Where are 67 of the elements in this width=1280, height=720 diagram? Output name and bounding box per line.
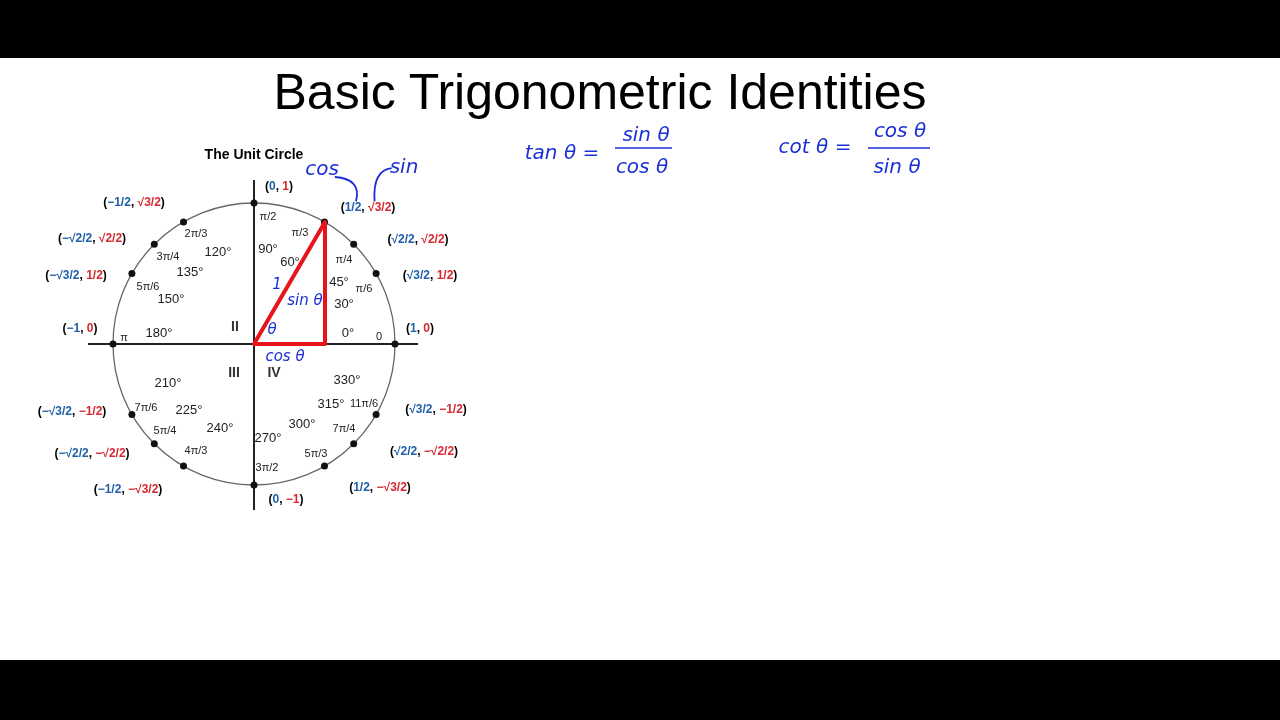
- coordinate-label: (−√2/2, −√2/2): [54, 447, 130, 461]
- radian-label: π/2: [259, 209, 277, 223]
- quadrant-numeral: III: [228, 365, 240, 381]
- formula-text: cos θ: [873, 119, 927, 141]
- coordinate-label: (√3/2, −1/2): [405, 403, 467, 417]
- radian-label: 7π/6: [134, 400, 158, 414]
- leader-line: [373, 167, 393, 203]
- coordinate-label: (−1/2, −√3/2): [93, 483, 163, 497]
- radian-label: 4π/3: [184, 443, 208, 457]
- handwritten-note: θ: [267, 320, 277, 338]
- chart-title: The Unit Circle: [204, 147, 304, 163]
- degree-label: 60°: [280, 254, 300, 270]
- coordinate-label: (√3/2, 1/2): [402, 269, 458, 283]
- radian-label: 7π/4: [332, 421, 356, 435]
- degree-label: 135°: [176, 264, 204, 280]
- degree-label: 330°: [333, 372, 361, 388]
- formula-text: cot θ =: [778, 135, 852, 157]
- degree-label: 270°: [254, 430, 282, 446]
- slide-title: Basic Trigonometric Identities: [273, 64, 927, 120]
- radian-label: 11π/6: [349, 396, 379, 410]
- degree-label: 210°: [154, 375, 182, 391]
- radian-label: 2π/3: [184, 226, 208, 240]
- radian-label: 5π/6: [136, 279, 160, 293]
- coordinate-label: (√2/2, −√2/2): [389, 445, 459, 459]
- leader-line: [333, 176, 358, 203]
- radian-label: 5π/3: [304, 446, 328, 460]
- coordinate-label: (1/2, −√3/2): [349, 481, 411, 495]
- quadrant-numeral: II: [231, 319, 239, 335]
- coordinate-label: (0, 1): [265, 180, 293, 194]
- coordinate-label: (1, 0): [406, 322, 434, 336]
- degree-label: 0°: [341, 325, 355, 341]
- formula-text: tan θ =: [524, 141, 600, 163]
- coordinate-label: (−1, 0): [62, 322, 98, 336]
- degree-label: 300°: [288, 416, 316, 432]
- formula-text: cos θ: [615, 155, 669, 177]
- degree-label: 225°: [175, 402, 203, 418]
- quadrant-numeral: IV: [267, 365, 281, 381]
- degree-label: 90°: [258, 241, 278, 257]
- radian-label: 3π/2: [255, 460, 279, 474]
- degree-label: 120°: [204, 244, 232, 260]
- radian-label: π/3: [291, 225, 309, 239]
- coordinate-label: (−√3/2, 1/2): [45, 269, 107, 283]
- coordinate-label: (1/2, √3/2): [340, 201, 396, 215]
- handwritten-note: cos: [305, 157, 339, 179]
- degree-label: 150°: [157, 291, 185, 307]
- handwritten-note: sin θ: [287, 291, 323, 309]
- handwritten-note: cos θ: [265, 347, 305, 365]
- radian-label: π/4: [335, 252, 353, 266]
- coordinate-label: (√2/2, √2/2): [387, 233, 449, 247]
- coordinate-label: (−√3/2, −1/2): [37, 405, 107, 419]
- coordinate-label: (−√2/2, √2/2): [57, 232, 127, 246]
- formula-text: sin θ: [873, 155, 921, 177]
- formula-text: sin θ: [622, 123, 670, 145]
- coordinate-label: (0, −1): [268, 493, 304, 507]
- radian-label: 5π/4: [153, 423, 177, 437]
- degree-label: 45°: [329, 274, 349, 290]
- handwritten-note: 1: [272, 275, 282, 293]
- degree-label: 30°: [334, 296, 354, 312]
- radian-label: 0: [375, 329, 383, 343]
- coordinate-label: (−1/2, √3/2): [103, 196, 165, 210]
- degree-label: 240°: [206, 420, 234, 436]
- handwritten-note: sin: [389, 155, 419, 177]
- radian-label: π/6: [355, 281, 373, 295]
- degree-label: 180°: [145, 325, 173, 341]
- radian-label: 3π/4: [156, 249, 180, 263]
- radian-label: π: [120, 330, 128, 344]
- degree-label: 315°: [317, 396, 345, 412]
